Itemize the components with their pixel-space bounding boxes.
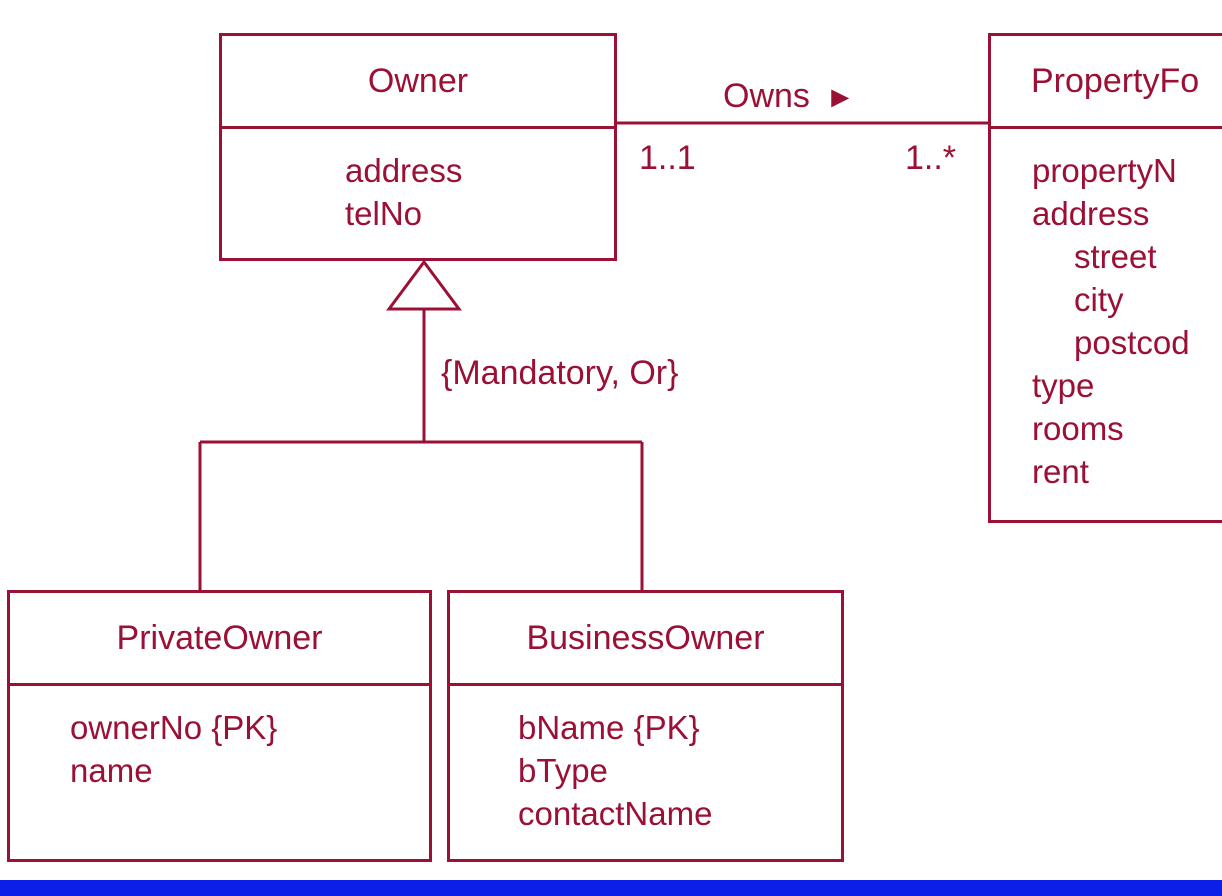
property-attr-propertyno: propertyN	[1032, 152, 1177, 189]
business-owner-class-box: BusinessOwner bName {PK} bType contactNa…	[447, 590, 844, 862]
private-owner-attr-name: name	[70, 752, 153, 789]
owner-class-name: Owner	[222, 36, 614, 129]
generalization-triangle	[386, 259, 462, 311]
private-owner-class-box: PrivateOwner ownerNo {PK} name	[7, 590, 432, 862]
association-label: Owns ►	[723, 79, 855, 113]
property-multiplicity: 1..*	[905, 139, 957, 177]
business-owner-attr-bname: bName {PK}	[518, 709, 700, 746]
association-direction-arrow-icon: ►	[825, 81, 856, 114]
property-class-box: PropertyFo propertyN address street city…	[988, 33, 1222, 523]
property-attr-street: street	[1074, 238, 1157, 275]
property-attr-type: type	[1032, 367, 1095, 404]
footer-bar	[0, 880, 1222, 896]
private-owner-attr-ownerno: ownerNo {PK}	[70, 709, 278, 746]
business-owner-attributes: bName {PK} bType contactName	[450, 686, 841, 835]
owner-multiplicity: 1..1	[639, 139, 696, 177]
business-owner-attr-contactname: contactName	[518, 795, 713, 832]
owner-attr-address: address	[345, 152, 463, 189]
association-name: Owns	[723, 77, 810, 115]
private-owner-attributes: ownerNo {PK} name	[10, 686, 429, 792]
property-attr-city: city	[1074, 281, 1124, 318]
owner-attr-telno: telNo	[345, 195, 423, 232]
property-attributes: propertyN address street city postcod ty…	[991, 129, 1222, 493]
generalization-constraint: {Mandatory, Or}	[441, 354, 679, 392]
property-attr-postcode: postcod	[1074, 324, 1190, 361]
business-owner-attr-btype: bType	[518, 752, 608, 789]
property-attr-rooms: rooms	[1032, 410, 1124, 447]
business-owner-class-name: BusinessOwner	[450, 593, 841, 686]
private-owner-class-name: PrivateOwner	[10, 593, 429, 686]
property-class-name: PropertyFo	[991, 36, 1222, 129]
owner-attributes: address telNo	[222, 129, 614, 235]
property-attr-address: address	[1032, 195, 1150, 232]
owner-class-box: Owner address telNo	[219, 33, 617, 261]
property-attr-rent: rent	[1032, 453, 1089, 490]
